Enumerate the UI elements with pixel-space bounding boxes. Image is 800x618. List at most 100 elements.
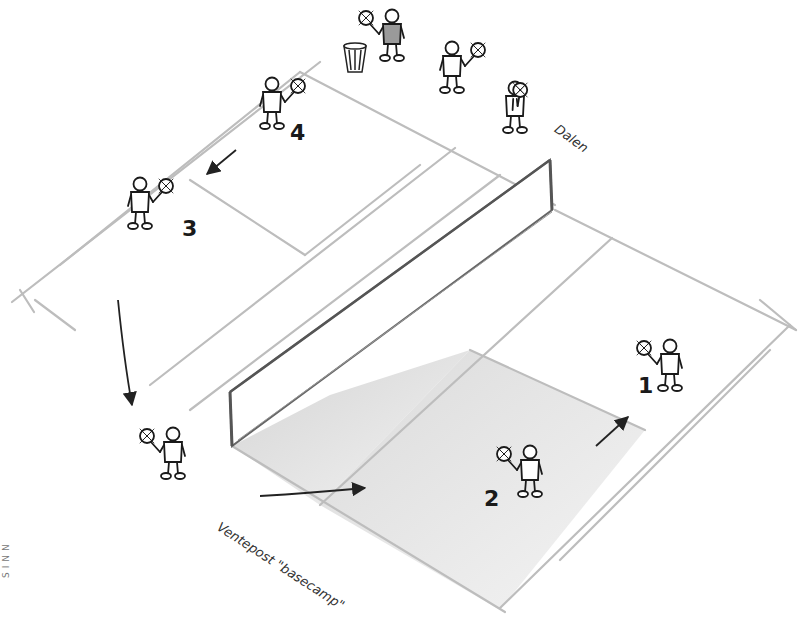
player-foot [517, 127, 527, 133]
watermark: SINN [2, 540, 11, 578]
player-head [167, 428, 180, 441]
player-foot [161, 473, 171, 479]
player-number: 3 [182, 218, 197, 240]
player-legs [267, 112, 277, 124]
player-foot [672, 385, 682, 391]
player-arms [160, 445, 185, 456]
player-number: 1 [638, 375, 653, 397]
racket-shaft [465, 56, 474, 66]
player-foot [518, 491, 528, 497]
player-arms [513, 99, 518, 110]
player-figure [503, 82, 527, 134]
service-line [320, 238, 612, 505]
racket-head [637, 341, 651, 355]
player-figure [359, 10, 404, 62]
player-arms [128, 195, 153, 206]
player-foot [380, 55, 390, 61]
center-line [190, 180, 305, 255]
player-legs [510, 116, 520, 128]
player-number: 4 [290, 122, 305, 144]
net-post [550, 160, 552, 210]
player-head [134, 178, 147, 191]
sideline [35, 300, 75, 330]
move-arrow [207, 150, 236, 174]
racket-shaft [151, 442, 160, 452]
player-foot [142, 223, 152, 229]
player-legs [665, 374, 675, 386]
player-figure [140, 428, 185, 480]
racket-string [519, 83, 527, 91]
shaded-area [320, 350, 645, 610]
player-foot [394, 55, 404, 61]
service-line [190, 175, 500, 410]
player-head [386, 10, 399, 23]
tick [20, 290, 34, 312]
player-body [131, 192, 149, 212]
racket-shaft [285, 92, 294, 102]
racket-head [513, 83, 527, 97]
racket-head [497, 447, 511, 461]
sideline [232, 446, 505, 612]
player-head [664, 340, 677, 353]
basket [344, 46, 366, 72]
player-legs [135, 212, 145, 224]
player-body [164, 442, 182, 462]
player-body [263, 92, 281, 112]
net [230, 160, 552, 446]
player-legs [168, 462, 178, 474]
player-body [383, 24, 401, 44]
basket-line [359, 50, 361, 70]
racket-head [140, 429, 154, 443]
net-top [230, 160, 550, 392]
player-figure [128, 178, 173, 230]
player-foot [454, 87, 464, 93]
player-legs [387, 44, 397, 56]
player-body [661, 354, 679, 374]
rotation-arrows [118, 150, 628, 496]
back-service-line [560, 350, 770, 560]
racket-shaft [153, 192, 162, 202]
player-figure [497, 446, 542, 498]
racket-head [471, 43, 485, 57]
basket-rim [344, 43, 366, 49]
racket-head [359, 11, 373, 25]
center-line [470, 350, 645, 430]
player-head [524, 446, 537, 459]
racket-shaft [370, 24, 379, 34]
move-arrow [260, 488, 365, 496]
sideline [555, 210, 796, 330]
racket-string [477, 43, 485, 51]
player-foot [532, 491, 542, 497]
zone-label: Ventepost "basecamp" [215, 520, 347, 612]
player-foot [658, 385, 668, 391]
baseline [12, 62, 320, 302]
player-head [446, 42, 459, 55]
net-post [230, 392, 232, 446]
center-line [305, 165, 420, 255]
net-bottom [238, 212, 552, 440]
player-foot [260, 123, 270, 129]
player-body [521, 460, 539, 480]
basket-line [354, 50, 356, 70]
move-arrow [596, 417, 628, 446]
player-body [506, 96, 524, 116]
player-legs [447, 76, 457, 88]
tick [760, 300, 796, 330]
player-foot [274, 123, 284, 129]
basket-line [349, 50, 351, 70]
zone-label: Dalen [552, 122, 590, 155]
net-band [230, 160, 552, 446]
racket-string [297, 79, 305, 87]
move-arrow [118, 300, 132, 405]
racket-string [503, 447, 511, 455]
racket-head [159, 179, 173, 193]
player-foot [128, 223, 138, 229]
racket-head [291, 79, 305, 93]
player-arms [657, 357, 682, 368]
player-arms [379, 27, 404, 38]
players [128, 10, 682, 498]
player-foot [503, 127, 513, 133]
racket-string [643, 341, 651, 349]
